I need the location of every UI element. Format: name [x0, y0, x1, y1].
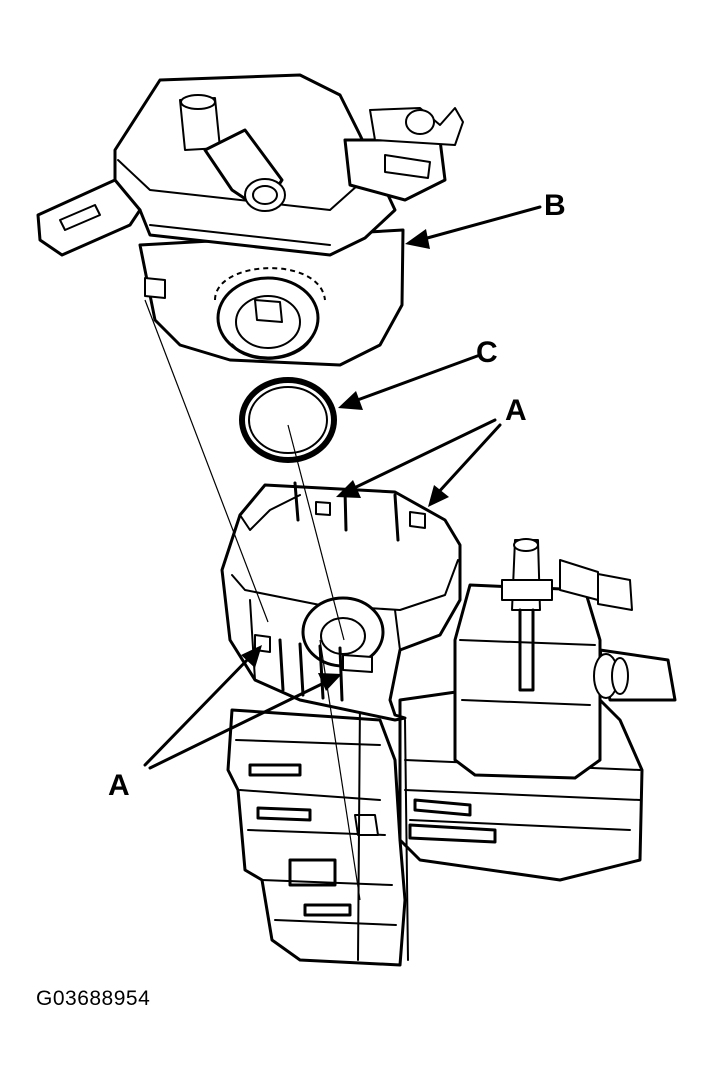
column-housing: [226, 708, 407, 967]
component-b: [36, 73, 464, 367]
callout-a-upper-label: A: [505, 394, 527, 427]
callout-b-label: B: [544, 189, 566, 222]
figure-id: G03688954: [36, 987, 151, 1010]
callout-arrows-a-upper: [336, 418, 502, 507]
callout-arrows-a-lower: [143, 645, 342, 770]
callout-a-lower-label: A: [108, 769, 130, 802]
column-shaft: [357, 699, 361, 961]
callout-arrow-b: [405, 205, 542, 249]
callout-c-label: C: [476, 336, 498, 369]
o-ring: [239, 377, 337, 463]
callout-arrow-c: [338, 353, 482, 410]
combination-switch-block: [398, 538, 677, 882]
cable-reel-holder: [220, 481, 462, 722]
